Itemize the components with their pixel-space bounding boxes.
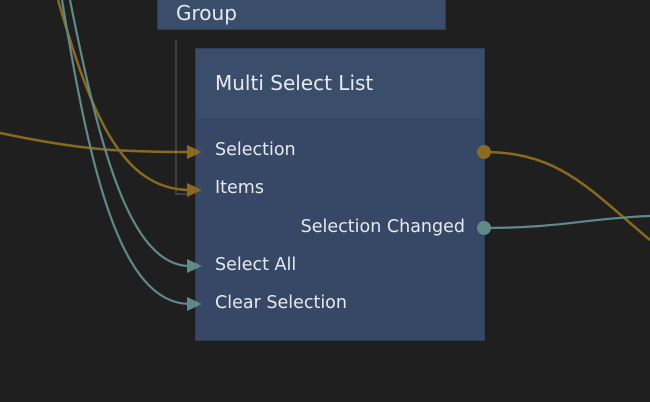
node-title: Multi Select List: [215, 71, 374, 95]
input-port-clear-selection[interactable]: Clear Selection: [215, 293, 347, 313]
wire-select-all-in[interactable]: [68, 0, 191, 268]
group-bracket: [175, 40, 190, 195]
group-node-title: Group: [176, 1, 237, 25]
output-port-selection-changed[interactable]: Selection Changed: [300, 217, 465, 237]
group-node[interactable]: Group: [157, 0, 446, 30]
node-header[interactable]: Multi Select List: [196, 49, 484, 118]
wire-selection-in[interactable]: [0, 131, 191, 154]
input-port-selection[interactable]: Selection: [215, 140, 296, 160]
wire-selection-out[interactable]: [483, 150, 650, 241]
wire-clear-selection-in[interactable]: [60, 0, 191, 306]
input-port-select-all[interactable]: Select All: [215, 255, 297, 275]
wire-selection-changed-out[interactable]: [483, 214, 650, 230]
wire-items-in[interactable]: [56, 0, 191, 192]
multi-select-list-node[interactable]: Multi Select List Selection Items Select…: [195, 48, 485, 341]
input-port-items[interactable]: Items: [215, 178, 264, 198]
